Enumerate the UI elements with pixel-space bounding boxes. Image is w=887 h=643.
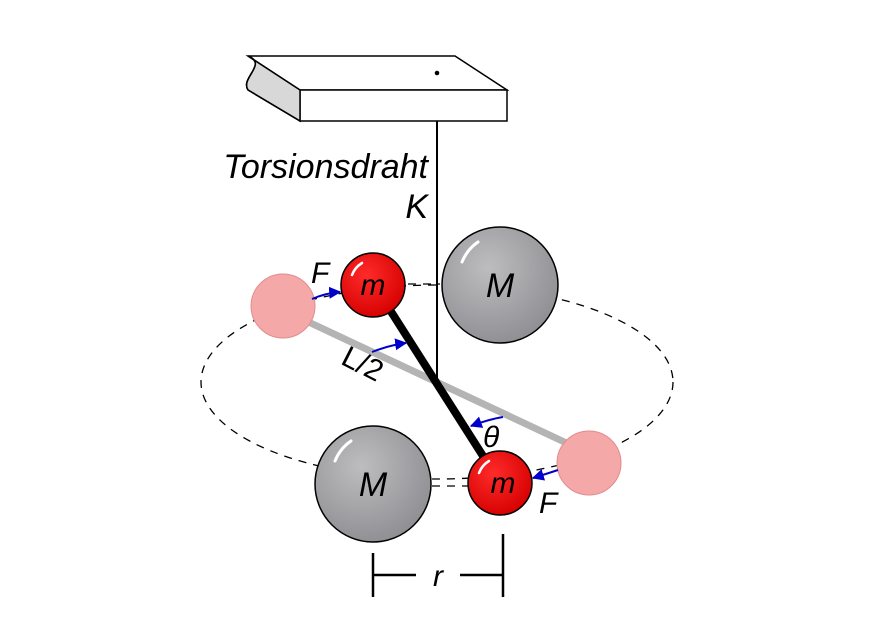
rotation-orbit-ellipse <box>200 284 674 480</box>
large-mass-bottom: M <box>314 425 432 543</box>
ceiling-mount <box>245 55 510 123</box>
equilibrium-small-mass-left <box>250 273 316 339</box>
small-mass-bottom: m <box>467 450 533 516</box>
large-mass-top: M <box>441 226 559 344</box>
torsion-wire-label: Torsionsdraht <box>223 148 429 186</box>
angle-label: θ <box>483 421 500 454</box>
small-mass-bottom-label: m <box>491 467 516 500</box>
distance-label: r <box>433 560 444 593</box>
torsion-constant-label: K <box>405 188 429 226</box>
large-mass-top-label: M <box>486 267 515 305</box>
distance-bracket <box>371 534 505 597</box>
force-label-right: F <box>539 487 559 520</box>
large-mass-bottom-label: M <box>359 466 388 504</box>
angle-arc-lower <box>469 416 504 428</box>
mount-front-face <box>299 89 508 122</box>
force-arrow-right <box>531 469 559 481</box>
mount-attachment-point <box>434 70 440 76</box>
angle-arc-upper <box>371 338 408 353</box>
small-mass-top-label: m <box>361 269 386 302</box>
force-label-left: F <box>311 257 331 290</box>
mount-cut-edge <box>245 55 301 122</box>
small-mass-top: m <box>340 252 406 318</box>
equilibrium-small-mass-right <box>556 430 622 496</box>
deflected-rod <box>372 285 501 481</box>
half-length-label: L/2 <box>336 340 388 388</box>
force-arrow-left <box>311 286 342 300</box>
